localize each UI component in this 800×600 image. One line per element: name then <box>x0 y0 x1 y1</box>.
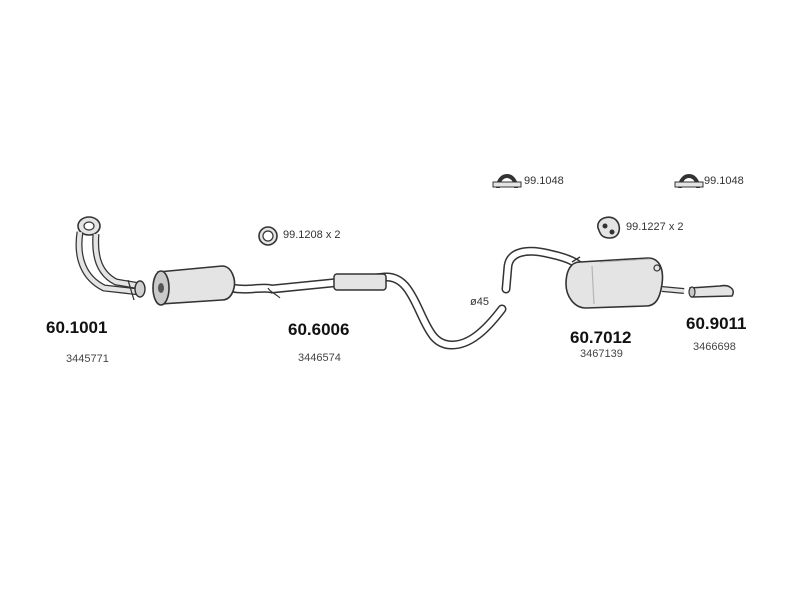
pipe-diameter-label: ø45 <box>470 296 489 308</box>
accessory-label-99-1208: 99.1208 x 2 <box>283 229 341 241</box>
oem-number-3467139: 3467139 <box>580 348 623 360</box>
ring-clamp-icon <box>258 226 278 246</box>
accessory-label-99-1048: 99.1048 <box>704 175 744 187</box>
accessory-label-99-1048: 99.1048 <box>524 175 564 187</box>
oem-number-3445771: 3445771 <box>66 353 109 365</box>
centre-silencer-60-6006 <box>152 265 507 350</box>
rear-silencer-60-7012 <box>501 246 685 309</box>
u-bolt-clamp-icon <box>492 174 522 189</box>
u-bolt-clamp-icon <box>674 174 704 189</box>
rubber-hanger-icon <box>597 216 621 239</box>
part-number-60-7012: 60.7012 <box>570 328 632 347</box>
oem-number-3466698: 3466698 <box>693 341 736 353</box>
part-number-60-9011: 60.9011 <box>686 314 747 333</box>
part-number-60-1001: 60.1001 <box>46 318 108 337</box>
front-pipe-60-1001 <box>75 216 146 301</box>
part-number-60-6006: 60.6006 <box>288 320 350 339</box>
tail-pipe-60-9011 <box>688 284 734 298</box>
oem-number-3446574: 3446574 <box>298 352 341 364</box>
accessory-label-99-1227: 99.1227 x 2 <box>626 221 684 233</box>
